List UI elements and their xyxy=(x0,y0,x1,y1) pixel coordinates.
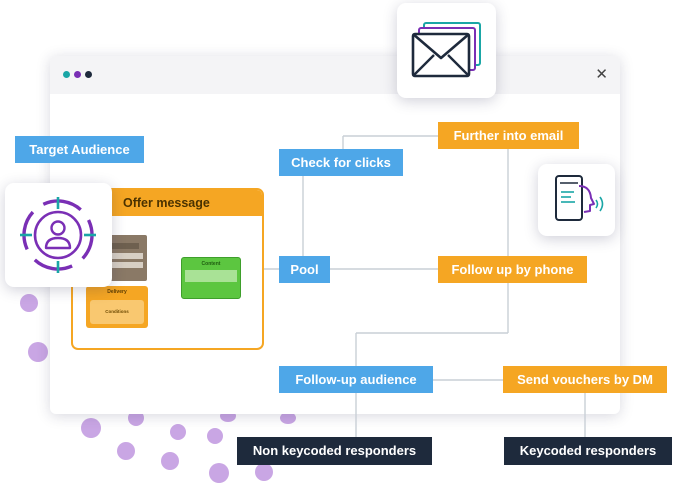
delivery-caption: Delivery xyxy=(107,289,127,295)
phone-voice-icon xyxy=(555,175,604,221)
decor-dot xyxy=(170,424,186,440)
conditions-caption: Conditions xyxy=(105,309,129,314)
conditions-panel: Conditions xyxy=(90,300,144,324)
node-follow-up-by-phone[interactable]: Follow up by phone xyxy=(438,256,587,283)
node-send-vouchers-by-dm[interactable]: Send vouchers by DM xyxy=(503,366,667,393)
mini-content-node: Content xyxy=(181,257,241,299)
window-dot xyxy=(74,71,81,78)
mini-line xyxy=(109,253,143,259)
window-dot xyxy=(85,71,92,78)
decor-dot xyxy=(28,342,48,362)
close-icon[interactable]: ✕ xyxy=(595,65,608,83)
title-bar: ✕ xyxy=(50,56,620,94)
node-follow-up-audience[interactable]: Follow-up audience xyxy=(279,366,433,393)
content-bar xyxy=(185,270,237,282)
decor-dot xyxy=(128,410,144,426)
decor-dot xyxy=(209,463,229,483)
node-check-for-clicks[interactable]: Check for clicks xyxy=(279,149,403,176)
window-dot xyxy=(63,71,70,78)
node-further-into-email[interactable]: Further into email xyxy=(438,122,579,149)
phone-card xyxy=(538,164,615,236)
node-target-audience[interactable]: Target Audience xyxy=(15,136,144,163)
email-card xyxy=(397,3,496,98)
target-person-icon xyxy=(20,197,96,273)
target-card xyxy=(5,183,112,287)
mini-line xyxy=(109,243,139,249)
decor-dot xyxy=(20,294,38,312)
content-caption: Content xyxy=(201,261,221,267)
decor-dot xyxy=(280,412,296,424)
decor-dot xyxy=(207,428,223,444)
node-non-keycoded-responders[interactable]: Non keycoded responders xyxy=(237,437,432,465)
decor-dot xyxy=(117,442,135,460)
decor-dot xyxy=(161,452,179,470)
decor-dot xyxy=(255,463,273,481)
node-pool[interactable]: Pool xyxy=(279,256,330,283)
node-keycoded-responders[interactable]: Keycoded responders xyxy=(504,437,672,465)
mini-line xyxy=(109,262,143,268)
decor-dot xyxy=(81,418,101,438)
mini-delivery-node: Delivery Conditions xyxy=(86,286,148,328)
stacked-envelopes-icon xyxy=(411,22,481,78)
mini-brown-node xyxy=(105,235,147,281)
